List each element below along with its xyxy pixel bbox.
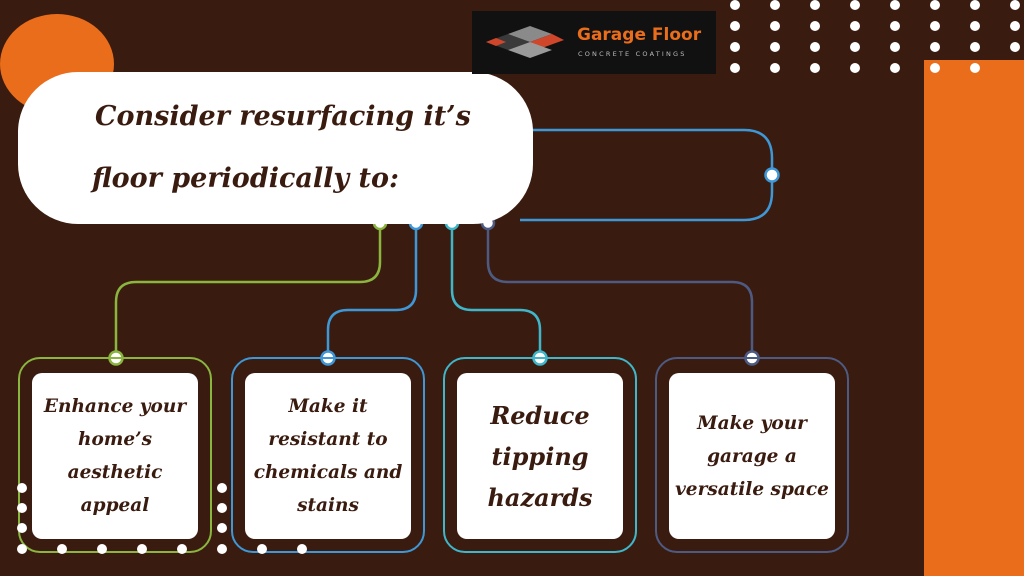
decor-dot bbox=[770, 63, 780, 73]
benefit-card-2: Make it resistant to chemicals and stain… bbox=[245, 373, 411, 539]
decor-dot bbox=[217, 544, 227, 554]
decor-dot bbox=[930, 42, 940, 52]
decor-dot bbox=[1010, 0, 1020, 10]
decor-dot bbox=[217, 523, 227, 533]
decor-dot bbox=[97, 544, 107, 554]
card-frame-2 bbox=[231, 357, 425, 553]
decor-dot bbox=[57, 544, 67, 554]
card-frame-3 bbox=[443, 357, 637, 553]
decor-dot bbox=[890, 21, 900, 31]
benefit-card-text: Enhance your home’s aesthetic appeal bbox=[43, 396, 187, 516]
connector-line-green bbox=[114, 222, 382, 358]
decor-dot bbox=[930, 21, 940, 31]
decor-dot bbox=[850, 42, 860, 52]
decor-dot bbox=[850, 21, 860, 31]
connector-node bbox=[764, 167, 780, 183]
title-line-2: floor periodically to: bbox=[92, 163, 399, 194]
decor-dot bbox=[730, 63, 740, 73]
decor-dot bbox=[730, 21, 740, 31]
benefit-card-text: Reduce tipping hazards bbox=[487, 400, 593, 512]
title-line-1: Consider resurfacing it’s bbox=[95, 101, 471, 132]
logo: Garage Floor CONCRETE COATINGS bbox=[472, 11, 716, 74]
connector-line-blue bbox=[326, 222, 418, 358]
decor-dot bbox=[297, 544, 307, 554]
decor-dot bbox=[1010, 21, 1020, 31]
decor-dot bbox=[890, 63, 900, 73]
decor-dot bbox=[850, 63, 860, 73]
title-card: Consider resurfacing it’s floor periodic… bbox=[18, 72, 533, 224]
decor-dot bbox=[17, 544, 27, 554]
decor-dot bbox=[970, 0, 980, 10]
card-frame-1 bbox=[18, 357, 212, 553]
decor-dot bbox=[930, 0, 940, 10]
decor-dot bbox=[770, 42, 780, 52]
decor-dot bbox=[217, 483, 227, 493]
decor-dot bbox=[930, 63, 940, 73]
benefit-card-text: Make your garage a versatile space bbox=[675, 412, 829, 500]
decor-dot bbox=[810, 21, 820, 31]
benefit-card-1: Enhance your home’s aesthetic appeal bbox=[32, 373, 198, 539]
decor-dot bbox=[850, 0, 860, 10]
decor-dot bbox=[17, 523, 27, 533]
decor-dot bbox=[970, 42, 980, 52]
card-frame-4 bbox=[655, 357, 849, 553]
decor-dot bbox=[137, 544, 147, 554]
decor-dot bbox=[970, 63, 980, 73]
decor-dot bbox=[890, 0, 900, 10]
decor-dot bbox=[730, 42, 740, 52]
decor-dot bbox=[810, 0, 820, 10]
logo-tagline: CONCRETE COATINGS bbox=[578, 50, 687, 58]
decor-dot bbox=[17, 503, 27, 513]
decor-dot bbox=[1010, 42, 1020, 52]
orange-bar-decoration bbox=[924, 60, 1024, 576]
decor-dot bbox=[17, 483, 27, 493]
decor-dot bbox=[970, 21, 980, 31]
decor-dot bbox=[810, 42, 820, 52]
logo-brand-name: Garage Floor bbox=[577, 25, 702, 45]
decor-dot bbox=[810, 63, 820, 73]
benefit-card-4: Make your garage a versatile space bbox=[669, 373, 835, 539]
decor-dot bbox=[770, 21, 780, 31]
decor-dot bbox=[217, 503, 227, 513]
decor-dot bbox=[257, 544, 267, 554]
decor-dot bbox=[730, 0, 740, 10]
decor-dot bbox=[890, 42, 900, 52]
connector-loop bbox=[520, 128, 774, 222]
connector-line-cyan bbox=[450, 222, 542, 358]
benefit-card-text: Make it resistant to chemicals and stain… bbox=[253, 396, 403, 516]
decor-dot bbox=[770, 0, 780, 10]
logo-tiles-icon bbox=[486, 26, 564, 58]
decor-dot bbox=[177, 544, 187, 554]
benefit-card-3: Reduce tipping hazards bbox=[457, 373, 623, 539]
connector-line-slate bbox=[486, 222, 754, 358]
